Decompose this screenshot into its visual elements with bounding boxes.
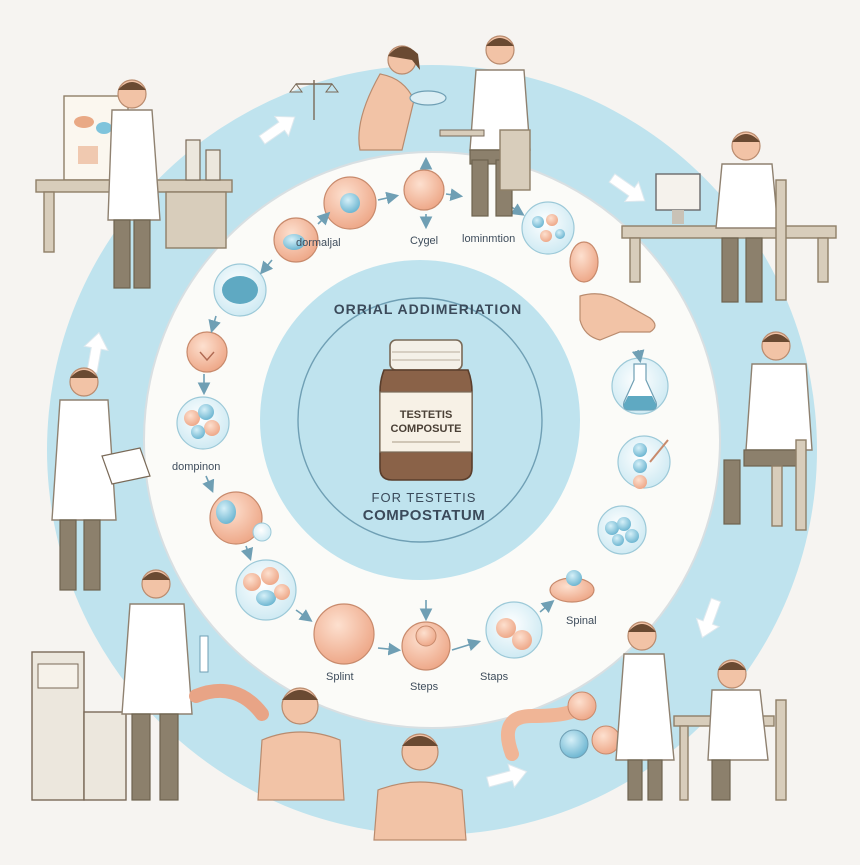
doctor-with-papers-figure bbox=[51, 367, 151, 591]
label-cygel: Cygel bbox=[410, 235, 438, 247]
diagram-title-line1: FOR TESTETIS bbox=[372, 490, 477, 505]
step-cell-2 bbox=[403, 169, 445, 211]
flow-arrow-right bbox=[695, 597, 722, 639]
flow-arrow-left bbox=[83, 331, 109, 374]
flow-arrow-top-left bbox=[258, 115, 296, 145]
step-cell-15 bbox=[617, 435, 671, 489]
patient-bottom-1-figure bbox=[257, 687, 345, 801]
jar-label-line2: COMPOSUTE bbox=[391, 423, 462, 435]
step-cell-4 bbox=[273, 217, 319, 263]
flask-icon bbox=[611, 357, 669, 415]
seated-doctor-right-figure bbox=[723, 331, 813, 531]
step-cell-8 bbox=[209, 491, 272, 545]
label-dormalja: dormaljal bbox=[296, 237, 341, 249]
doctor-lab-cabinet-figure bbox=[31, 569, 269, 801]
label-lominmtion: lominmtion bbox=[462, 233, 515, 245]
step-cell-11 bbox=[401, 621, 451, 671]
patient-bottom-2-figure bbox=[373, 733, 467, 841]
label-steps-2: Staps bbox=[480, 671, 509, 683]
label-steps-1: Steps bbox=[410, 681, 439, 693]
diagram-title-top: ORRIAL ADDIMERIATION bbox=[334, 301, 523, 317]
step-cell-10 bbox=[313, 603, 375, 665]
step-cell-7 bbox=[176, 396, 230, 450]
label-dompinon: dompinon bbox=[172, 461, 220, 473]
step-arrows bbox=[197, 156, 645, 656]
kneeling-woman-figure bbox=[289, 45, 447, 151]
doctor-at-computer-figure bbox=[621, 131, 837, 303]
label-spint: Splint bbox=[326, 671, 354, 683]
step-cell-5 bbox=[213, 263, 267, 317]
flow-arrow-top-right bbox=[608, 173, 646, 203]
jar-label-line1: TESTETIS bbox=[400, 409, 453, 421]
step-cell-3 bbox=[521, 201, 575, 255]
label-spinal: Spinal bbox=[566, 615, 597, 627]
doctor-at-board-figure bbox=[35, 79, 233, 289]
step-cell-12 bbox=[485, 601, 543, 659]
center-inner-circle bbox=[297, 297, 543, 543]
hand-with-cell bbox=[569, 241, 656, 341]
flow-arrow-bottom bbox=[486, 763, 528, 789]
step-cell-1 bbox=[323, 176, 377, 230]
step-cell-6 bbox=[186, 331, 228, 373]
step-cell-13 bbox=[549, 570, 595, 603]
diagram-title-line2: COMPOSTATUM bbox=[363, 507, 485, 524]
lab-workers-figure bbox=[615, 621, 787, 801]
tube-organ-shape bbox=[501, 691, 621, 761]
step-cell-14 bbox=[597, 505, 647, 555]
seated-doctor-clipboard-figure bbox=[439, 35, 531, 217]
step-cell-9 bbox=[235, 559, 297, 621]
